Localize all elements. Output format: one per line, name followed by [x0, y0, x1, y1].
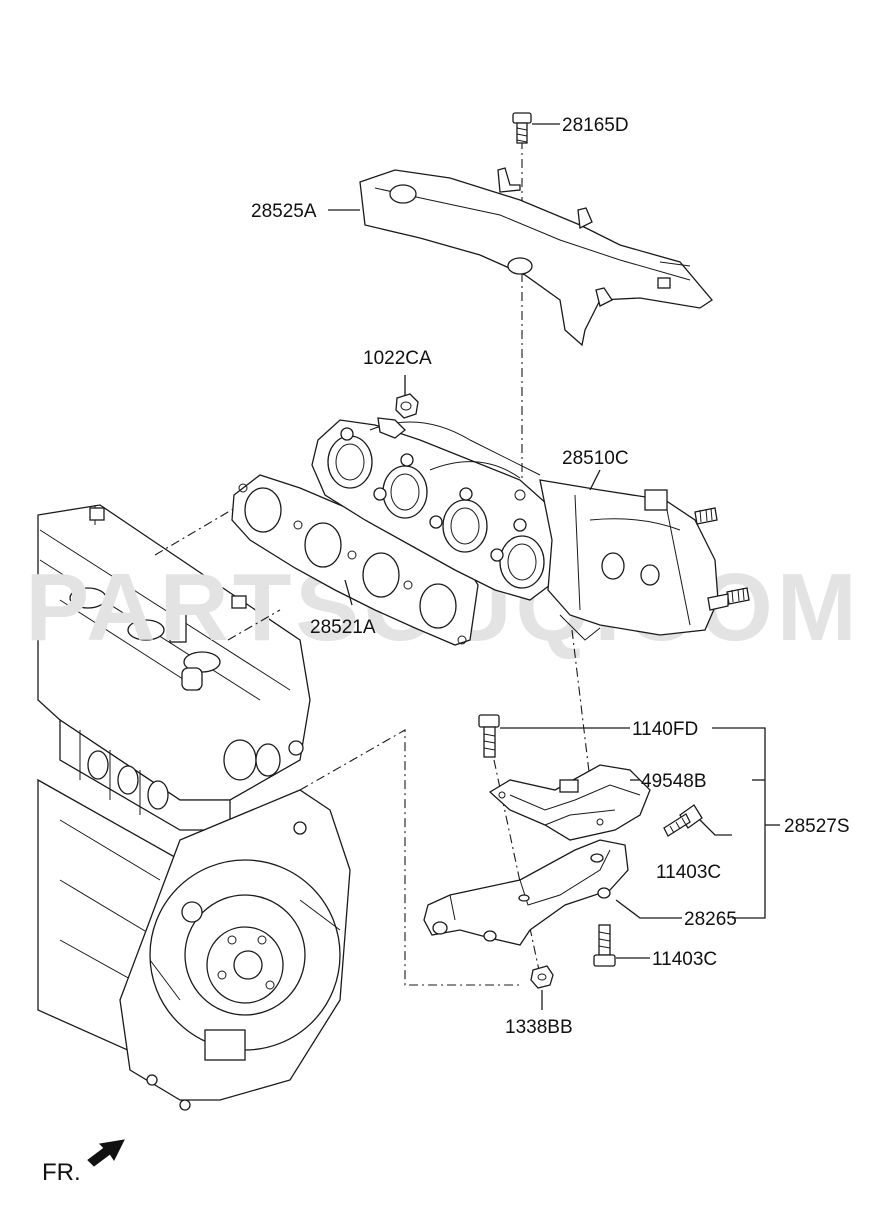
direction-label: FR.: [42, 1159, 81, 1186]
nut-1338bb-part: [530, 965, 554, 989]
label-28265: 28265: [684, 909, 737, 930]
label-28165d: 28165D: [562, 115, 629, 136]
label-28521a: 28521A: [310, 617, 376, 638]
bracket-protector-part: [488, 764, 651, 841]
label-28510c: 28510C: [562, 448, 629, 469]
engine-block: [37, 504, 351, 1111]
leader-lines: [328, 123, 780, 1010]
label-28525a: 28525A: [251, 201, 317, 222]
nut-1022ca-part: [395, 393, 419, 419]
heat-protector-part: [359, 167, 713, 347]
bracket-28265-part: [423, 839, 629, 946]
manifold-gasket-part: [231, 474, 479, 646]
label-49548b: 49548B: [641, 771, 707, 792]
label-11403c-upper: 11403C: [656, 862, 721, 883]
label-11403c-lower: 11403C: [652, 949, 717, 970]
exhaust-manifold-part: [311, 417, 750, 641]
label-1338bb: 1338BB: [505, 1017, 573, 1038]
label-1140fd: 1140FD: [632, 719, 698, 740]
bolt-11403c-lower-part: [593, 924, 616, 967]
bolt-28165d-part: [512, 112, 532, 144]
label-1022ca: 1022CA: [363, 348, 432, 369]
assembly-lines: [154, 140, 591, 986]
label-28527s: 28527S: [784, 816, 850, 837]
bolt-11403c-upper-part: [663, 804, 703, 837]
bolt-1140fd-part: [478, 714, 500, 758]
front-arrow-icon: [87, 1139, 125, 1167]
